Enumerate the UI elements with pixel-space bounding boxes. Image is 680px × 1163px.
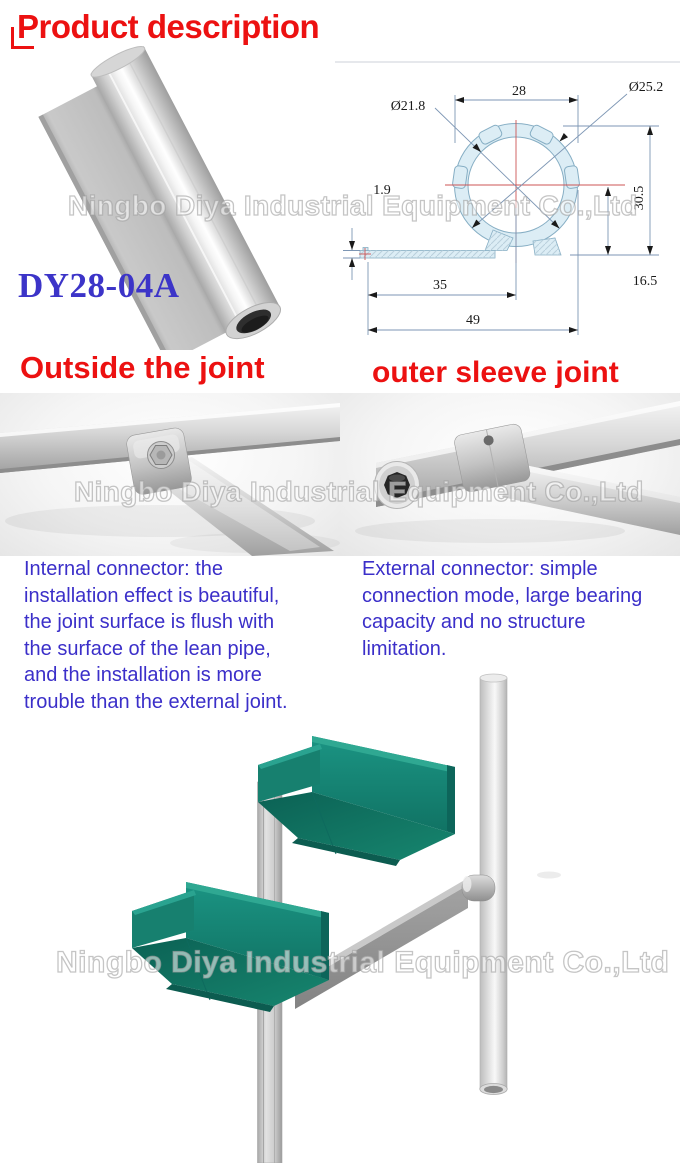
label-outer-diameter: Ø25.2 — [629, 80, 664, 95]
heading-outer-sleeve-joint: outer sleeve joint — [372, 356, 619, 389]
external-sleeve-connector — [454, 423, 531, 493]
external-connector-description: External connector: simple connection mo… — [362, 558, 643, 660]
pipe-end-bore — [374, 461, 420, 509]
dimension-flange-thickness: 1.9 — [343, 183, 391, 280]
page-title: Product description — [17, 8, 320, 45]
product-photo — [38, 46, 281, 350]
horizontal-beam — [295, 878, 468, 1009]
leader-arrowheads — [472, 133, 568, 229]
flange-edge-lip — [38, 114, 172, 350]
dimension-center-to-bottom: 16.5 — [605, 187, 657, 289]
internal-joint-photo — [0, 393, 340, 556]
screw-hole — [483, 435, 494, 446]
svg-text:30.5: 30.5 — [632, 186, 647, 211]
dimension-top-width: 28 — [454, 84, 579, 143]
green-hopper-lower — [131, 881, 330, 1013]
hex-bolt — [147, 441, 175, 469]
label-inner-diameter: Ø21.8 — [391, 99, 426, 114]
dimension-flange-length: 35 — [367, 208, 517, 335]
external-joint-photo — [340, 393, 680, 556]
profile-flange-fin — [38, 85, 228, 350]
svg-text:49: 49 — [466, 313, 480, 328]
model-number-label: DY28-04A — [18, 266, 180, 305]
svg-text:1.9: 1.9 — [373, 183, 391, 198]
internal-connector-description: Internal connector: the installation eff… — [24, 558, 288, 713]
heading-outside-joint: Outside the joint — [20, 350, 265, 385]
crossbar-pipe — [376, 401, 680, 507]
svg-text:16.5: 16.5 — [633, 274, 658, 289]
dimension-overall-width: 49 — [368, 190, 579, 335]
stem-pipe — [502, 463, 680, 535]
technical-drawing: 28 Ø21.8 Ø25.2 30.5 16.5 — [335, 61, 680, 335]
svg-text:35: 35 — [433, 278, 447, 293]
dimension-overall-height: 30.5 — [563, 125, 659, 256]
profile-pipe-body — [90, 46, 281, 337]
leader-lines — [434, 93, 628, 229]
corner-bracket-icon — [11, 27, 34, 49]
assembly-render — [131, 673, 561, 1163]
profile-cross-section — [359, 123, 580, 259]
svg-text:28: 28 — [512, 84, 526, 99]
green-hopper — [258, 736, 455, 866]
aluminum-profile-illustration — [38, 46, 281, 350]
beam-pipe-coupler — [461, 874, 496, 902]
